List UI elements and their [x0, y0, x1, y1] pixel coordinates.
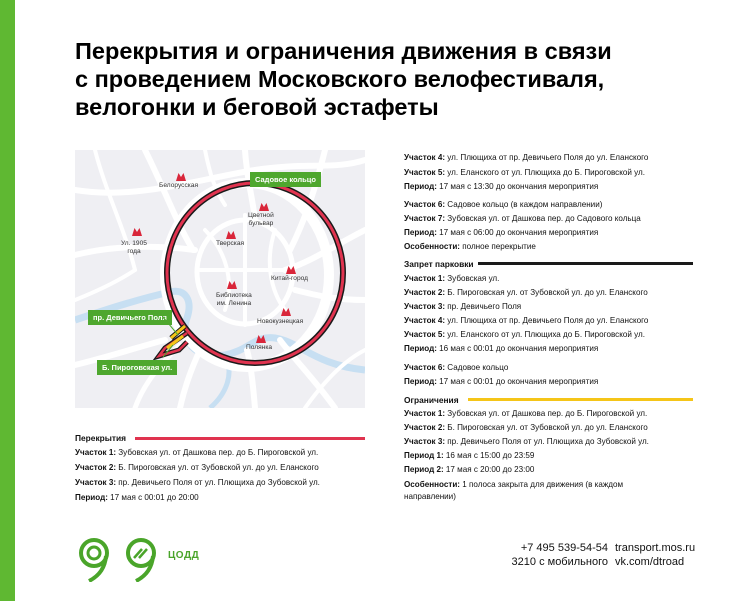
restriction-features: Особенности: 1 полоса закрыта для движен… — [404, 480, 624, 489]
garden-ring-tag: Садовое кольцо — [250, 172, 321, 187]
parking-rule — [478, 262, 693, 265]
parking-line: Участок 1: Зубовская ул. — [404, 274, 500, 283]
station-novokuznetskaya: Новокузнецкая — [257, 318, 304, 325]
closure-period: Период: 17 мая с 13:30 до окончания меро… — [404, 182, 599, 191]
parking-line: Участок 2: Б. Пироговская ул. от Зубовск… — [404, 288, 648, 297]
restriction-line: Участок 3: пр. Девичьего Поля от ул. Плю… — [404, 437, 649, 446]
page-title: Перекрытия и ограничения движения в связ… — [75, 37, 715, 121]
title-line-2: с проведением Московского велофестиваля, — [75, 66, 605, 92]
closure-line: Участок 2: Б. Пироговская ул. от Зубовск… — [75, 463, 319, 472]
closure-line: Участок 5: ул. Еланского от ул. Плющиха … — [404, 168, 645, 177]
closures-rule — [135, 437, 365, 440]
closure-line: Участок 6: Садовое кольцо (в каждом напр… — [404, 200, 603, 209]
station-tverskaya: Тверская — [216, 240, 245, 247]
title-line-1: Перекрытия и ограничения движения в связ… — [75, 38, 612, 64]
title-line-3: велогонки и беговой эстафеты — [75, 94, 439, 120]
station-belorusskaya: Белорусская — [159, 182, 199, 189]
restriction-period: Период 1: 16 мая с 15:00 до 23:59 — [404, 451, 535, 460]
metro-icon — [176, 173, 186, 181]
metro-icon — [227, 281, 237, 289]
metro-icon — [256, 335, 266, 343]
metro-icon — [286, 266, 296, 274]
parking-period: Период: 17 мая с 00:01 до окончания меро… — [404, 377, 599, 386]
closure-period: Период: 17 мая с 00:01 до 20:00 — [75, 493, 199, 502]
station-polyanka: Полянка — [246, 344, 273, 351]
website-link[interactable]: transport.mos.ru — [615, 542, 696, 554]
restrictions-heading: Ограничения — [404, 395, 459, 405]
restriction-period: Период 2: 17 мая с 20:00 до 23:00 — [404, 465, 535, 474]
vk-link[interactable]: vk.com/dtroad — [615, 556, 685, 568]
restriction-line: Участок 1: Зубовская ул. от Дашкова пер.… — [404, 409, 648, 418]
mobile-short-number: 3210 с мобильного — [511, 556, 608, 568]
parking-line: Участок 4: ул. Плющиха от пр. Девичьего … — [404, 316, 649, 325]
codd-logo-icon — [126, 538, 156, 582]
moscow-transport-logo-icon — [79, 538, 109, 582]
closure-line: Участок 4: ул. Плющиха от пр. Девичьего … — [404, 153, 649, 162]
metro-icon — [132, 228, 142, 236]
metro-icon — [226, 231, 236, 239]
tag-pointer-lines — [163, 316, 179, 358]
restrictions-rule — [468, 398, 693, 401]
closure-line: Участок 1: Зубовская ул. от Дашкова пер.… — [75, 448, 319, 457]
closure-features: Особенности: полное перекрытие — [404, 242, 536, 251]
metro-icon — [259, 203, 269, 211]
parking-heading: Запрет парковки — [404, 259, 474, 269]
station-kitay-gorod: Китай-город — [271, 275, 308, 282]
restriction-segment — [170, 324, 186, 340]
phone-number: +7 495 539-54-54 — [520, 542, 608, 554]
restriction-features-cont: направлении) — [404, 492, 456, 501]
metro-icon — [281, 308, 291, 316]
closure-line: Участок 3: пр. Девичьего Поля от ул. Плю… — [75, 478, 320, 487]
parking-line: Участок 6: Садовое кольцо — [404, 363, 509, 372]
green-side-stripe — [0, 0, 15, 601]
parking-line: Участок 3: пр. Девичьего Поля — [404, 302, 522, 311]
closure-period: Период: 17 мая с 06:00 до окончания меро… — [404, 228, 599, 237]
codd-logo-text: ЦОДД — [168, 550, 200, 561]
pirogovskaya-tag: Б. Пироговская ул. — [97, 360, 178, 375]
restriction-line: Участок 2: Б. Пироговская ул. от Зубовск… — [404, 423, 648, 432]
closure-line: Участок 7: Зубовская ул. от Дашкова пер.… — [404, 214, 641, 223]
parking-period: Период: 16 мая с 00:01 до окончания меро… — [404, 344, 599, 353]
parking-line: Участок 5: ул. Еланского от ул. Плющиха … — [404, 330, 645, 339]
closures-heading: Перекрытия — [75, 433, 127, 443]
devichye-pole-tag: пр. Девичьего Поля — [88, 310, 172, 325]
